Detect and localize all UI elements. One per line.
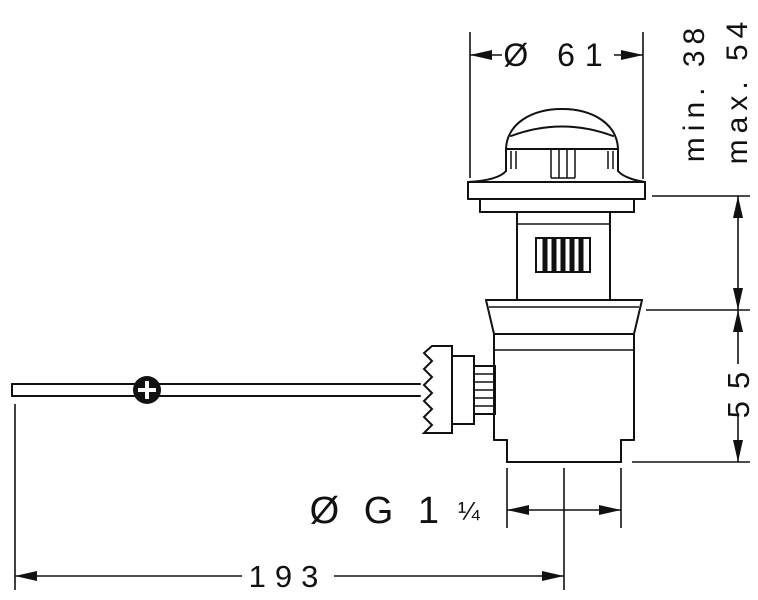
dim-label-top-diameter: Ø 61 (503, 37, 612, 73)
dim-label-thread-fraction: ¼ (458, 496, 480, 526)
dim-label-rod-length: 193 (249, 559, 328, 594)
dim-rod-length: 193 (14, 404, 565, 594)
pop-up-cap (467, 107, 646, 183)
dim-thread: Ø G 1 ¼ (310, 468, 622, 532)
dim-label-thread: Ø G 1 (310, 490, 446, 532)
slip-nut-cone (485, 299, 643, 335)
lever-rod (11, 383, 421, 397)
rosette-flange (467, 181, 646, 213)
dim-label-clamp-min: min. 38 (678, 22, 711, 162)
dim-label-body-height: 55 (721, 360, 756, 418)
tailpipe (506, 439, 622, 463)
dim-body-height: 55 (632, 310, 756, 463)
slotted-body (516, 211, 611, 301)
rod-coupling (421, 345, 496, 434)
dim-top-diameter: Ø 61 (469, 32, 644, 179)
dim-label-clamp-max: max. 54 (721, 16, 754, 165)
ball-joint (133, 376, 161, 404)
dim-clamp-range: min. 38 max. 54 (646, 16, 754, 311)
valve-body (493, 333, 635, 441)
